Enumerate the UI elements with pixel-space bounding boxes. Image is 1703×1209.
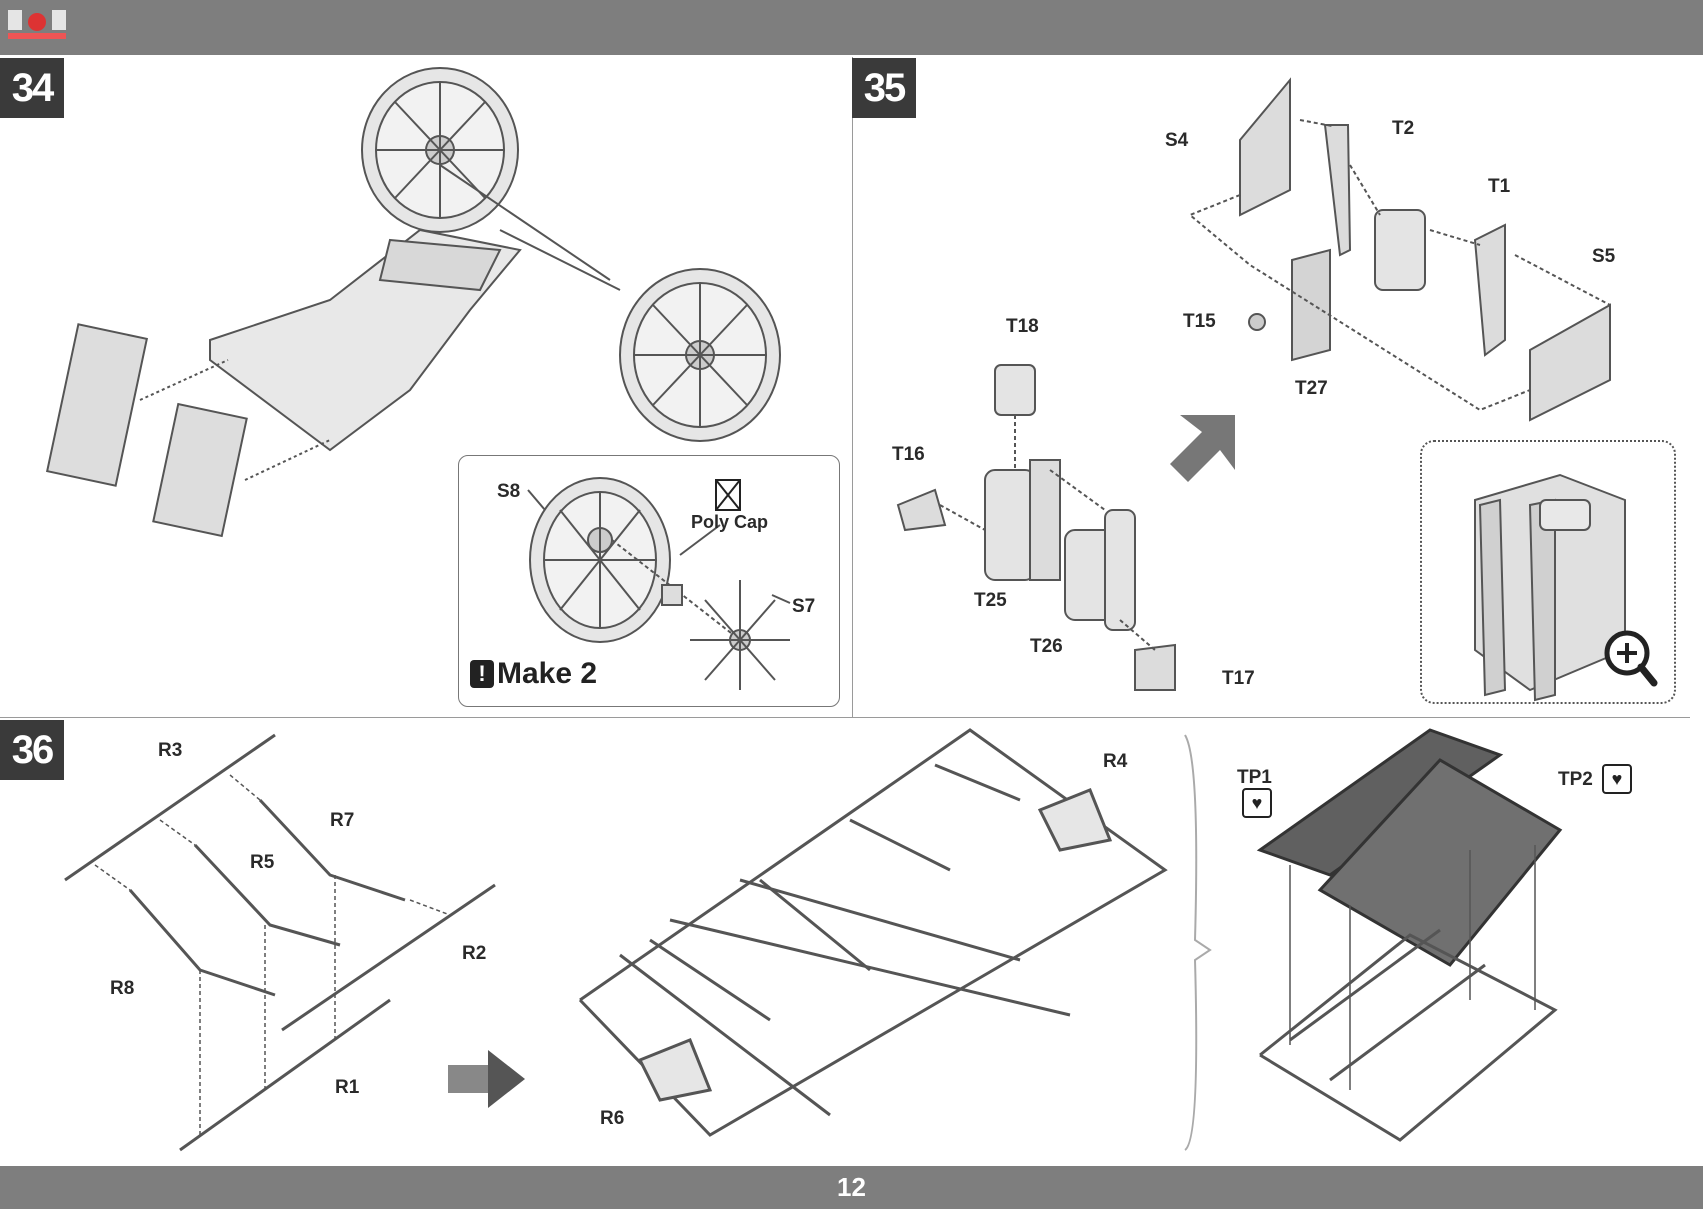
page-number: 12: [837, 1172, 866, 1202]
footer-bar: [0, 1166, 1703, 1209]
part-label-t25: T25: [974, 590, 1007, 611]
divider-horizontal: [0, 717, 1690, 718]
make-2-note: ! Make 2: [470, 657, 597, 691]
part-label-tp2: TP2: [1558, 769, 1593, 790]
part-label-r5: R5: [250, 852, 275, 873]
part-label-r8: R8: [110, 978, 135, 999]
part-label-r1: R1: [335, 1077, 360, 1098]
step-number-34: 34: [0, 58, 64, 118]
broken-heart-icon: ♥: [1242, 788, 1272, 818]
part-label-s8: S8: [497, 481, 521, 502]
part-label-t2: T2: [1392, 118, 1415, 139]
part-label-t15: T15: [1183, 311, 1216, 332]
part-label-t27: T27: [1295, 378, 1328, 399]
site-logo: [4, 6, 70, 42]
part-label-s4: S4: [1165, 130, 1189, 151]
step-number-35: 35: [852, 58, 916, 118]
divider-vertical: [852, 57, 853, 717]
part-label-t18: T18: [1006, 316, 1039, 337]
no-glue-icon: [715, 479, 741, 511]
part-label-r6: R6: [600, 1108, 625, 1129]
part-label-t1: T1: [1488, 176, 1511, 197]
part-label-t16: T16: [892, 444, 925, 465]
exclamation-icon: !: [470, 660, 494, 688]
part-label-tp1: TP1: [1237, 767, 1272, 788]
part-label-s7: S7: [792, 596, 816, 617]
direction-arrow-icon: [1170, 415, 1235, 482]
part-label-s5: S5: [1592, 246, 1616, 267]
part-label-poly-cap: Poly Cap: [691, 512, 769, 532]
part-label-r3: R3: [158, 740, 183, 761]
part-label-r4: R4: [1103, 751, 1128, 772]
part-label-r2: R2: [462, 943, 487, 964]
header-bar: [0, 0, 1703, 55]
direction-arrow-icon: [448, 1050, 525, 1108]
part-label-t26: T26: [1030, 636, 1063, 657]
part-label-r7: R7: [330, 810, 355, 831]
zoom-in-icon: [1604, 630, 1658, 687]
broken-heart-icon: ♥: [1602, 764, 1632, 794]
step-number-36: 36: [0, 720, 64, 780]
part-label-t17: T17: [1222, 668, 1255, 689]
